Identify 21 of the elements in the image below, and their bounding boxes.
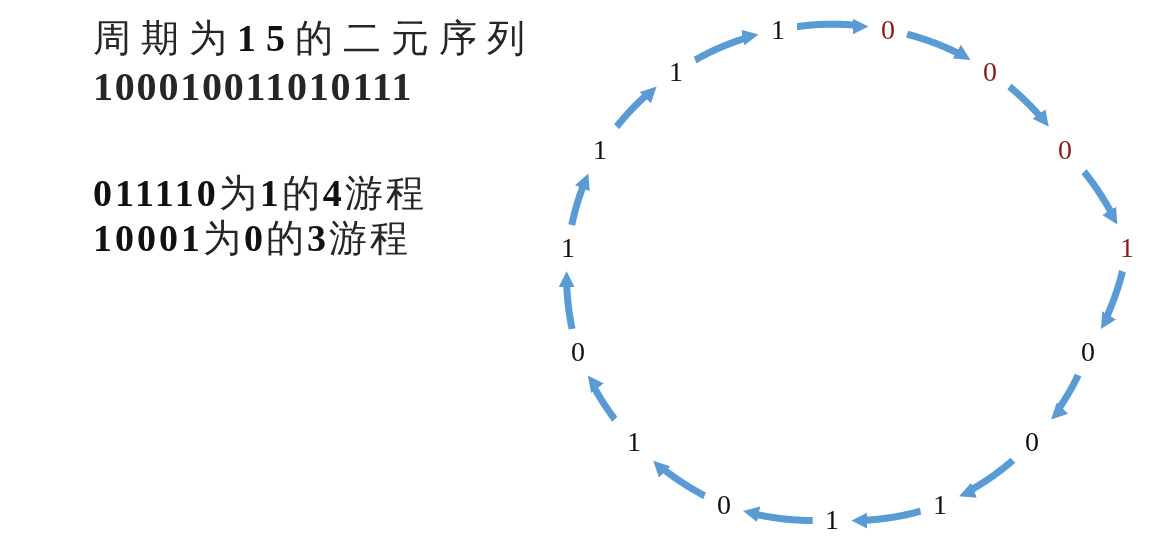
sequence-digit: 1 — [821, 505, 843, 535]
sequence-digit: 1 — [929, 490, 951, 520]
arrow — [1006, 83, 1052, 130]
run-note: 10001为0的3游程 — [93, 216, 411, 261]
sequence-text: 100010011010111 — [93, 63, 414, 111]
sequence-digit: 0 — [979, 57, 1001, 87]
sequence-digit: 0 — [877, 15, 899, 45]
arrow — [558, 268, 576, 332]
arrow — [613, 83, 660, 130]
sequence-digit: 0 — [1021, 427, 1043, 457]
sequence-digit: 1 — [767, 15, 789, 45]
sequence-digit: 0 — [1077, 337, 1099, 367]
sequence-digit: 0 — [713, 490, 735, 520]
sequence-digit: 1 — [1116, 233, 1138, 263]
sequence-digit: 1 — [623, 427, 645, 457]
sequence-digit: 1 — [557, 233, 579, 263]
sequence-digit: 1 — [589, 135, 611, 165]
run-note: 011110为1的4游程 — [93, 171, 427, 216]
sequence-digit: 0 — [567, 337, 589, 367]
sequence-digit: 0 — [1054, 135, 1076, 165]
sequence-digit: 1 — [665, 57, 687, 87]
